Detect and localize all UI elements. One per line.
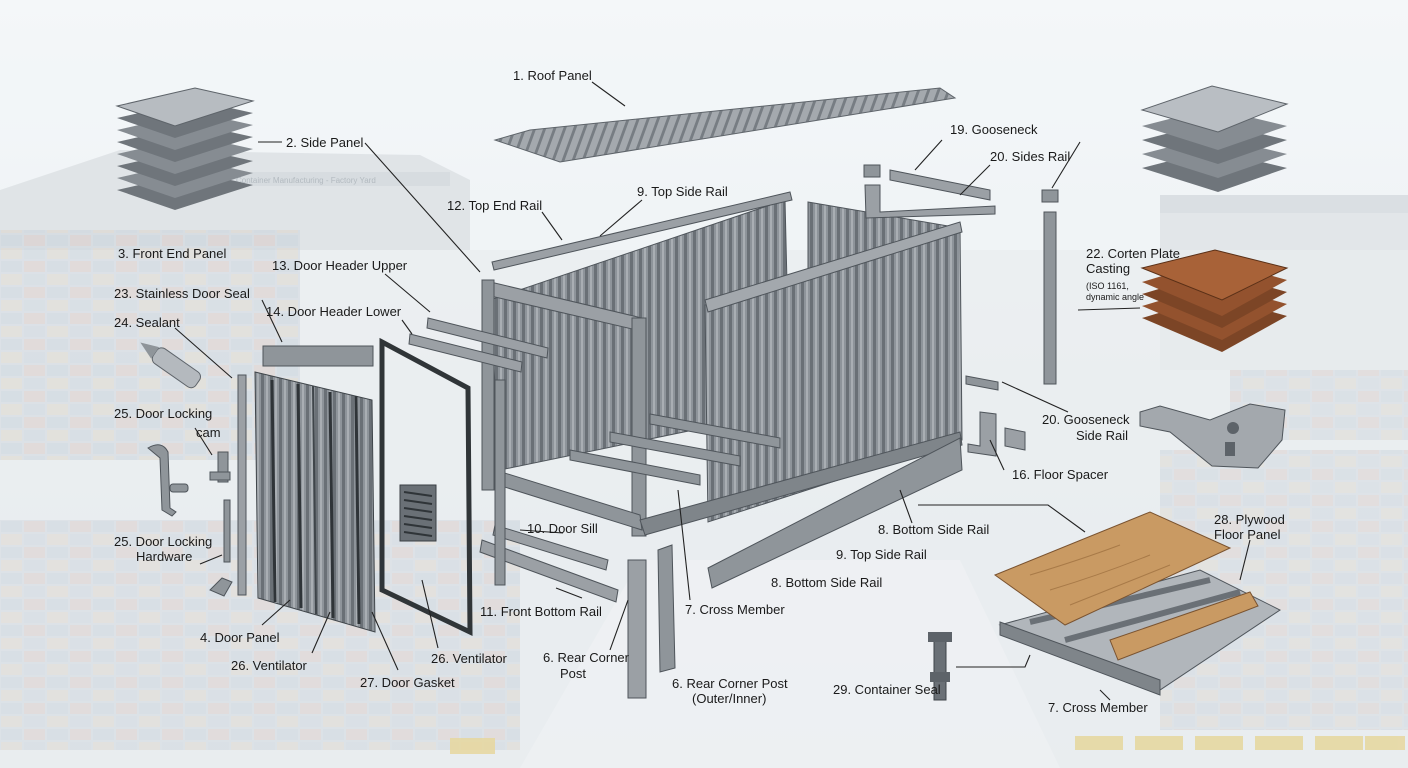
- label-top-side-rail-2: 9. Top Side Rail: [836, 547, 927, 562]
- label-roof-panel: 1. Roof Panel: [513, 68, 592, 83]
- rear-corner-post-b: [657, 544, 676, 673]
- label-door-sill: 10. Door Sill: [527, 521, 598, 536]
- part-labels: 1. Roof Panel 2. Side Panel 3. Front End…: [114, 68, 1285, 715]
- door-locking-cam: [147, 444, 231, 517]
- label-plywood: 28. Plywood: [1214, 512, 1285, 527]
- rear-corner-post-a: [627, 559, 647, 699]
- vertical-post: [1043, 211, 1057, 385]
- corten-plate-stack: [1140, 249, 1289, 352]
- label-gooseneck-side-rail-2: Side Rail: [1076, 428, 1128, 443]
- label-door-locking-cam-2: cam: [196, 425, 221, 440]
- gooseneck-side-rail: [965, 375, 999, 391]
- label-rear-corner-post-1b: Post: [560, 666, 586, 681]
- door-locking-hardware: [209, 499, 233, 597]
- label-ventilator-2: 26. Ventilator: [431, 651, 508, 666]
- label-cross-member-2: 7. Cross Member: [1048, 700, 1148, 715]
- steel-plate-stack: [1140, 85, 1289, 192]
- label-corten-plate: 22. Corten Plate: [1086, 246, 1180, 261]
- front-bottom-rail: [479, 539, 619, 603]
- door-sill: [492, 524, 609, 571]
- label-gooseneck: 19. Gooseneck: [950, 122, 1038, 137]
- roof-panel: [493, 87, 957, 163]
- label-rear-corner-post-2: 6. Rear Corner Post: [672, 676, 788, 691]
- label-door-locking-cam: 25. Door Locking: [114, 406, 212, 421]
- front-end-header: [262, 345, 374, 367]
- door-header-upper: [426, 317, 549, 359]
- label-floor-spacer: 16. Floor Spacer: [1012, 467, 1109, 482]
- side-panel-stack: [115, 87, 255, 210]
- label-door-gasket: 27. Door Gasket: [360, 675, 455, 690]
- label-stainless-door-seal: 23. Stainless Door Seal: [114, 286, 250, 301]
- bottom-side-rail: [707, 437, 963, 589]
- label-corten-plate-2: Casting: [1086, 261, 1130, 276]
- label-cross-member-1: 7. Cross Member: [685, 602, 785, 617]
- label-rear-corner-post-1: 6. Rear Corner: [543, 650, 630, 665]
- label-door-panel: 4. Door Panel: [200, 630, 280, 645]
- container-frame: [481, 191, 963, 537]
- sides-rail: [864, 184, 996, 219]
- ventilator: [399, 484, 437, 542]
- label-door-locking-hardware: 25. Door Locking: [114, 534, 212, 549]
- door-header-lower: [408, 333, 523, 373]
- label-top-side-rail-1: 9. Top Side Rail: [637, 184, 728, 199]
- label-corten-plate-3: (ISO 1161,: [1086, 281, 1129, 291]
- end-post: [494, 379, 506, 586]
- label-ventilator-1: 26. Ventilator: [231, 658, 308, 673]
- label-gooseneck-side-rail: 20. Gooseneck: [1042, 412, 1130, 427]
- label-sides-rail: 20. Sides Rail: [990, 149, 1070, 164]
- label-corten-plate-4: dynamic angle: [1086, 292, 1144, 302]
- gooseneck-rail: [889, 169, 991, 201]
- label-sealant: 24. Sealant: [114, 315, 180, 330]
- stainless-door-seal: [237, 374, 247, 596]
- corner-block: [1041, 189, 1059, 203]
- door-panel: [254, 371, 376, 633]
- floor-spacer: [967, 411, 1026, 457]
- corner-casting: [1139, 403, 1286, 469]
- label-container-seal: 29. Container Seal: [833, 682, 941, 697]
- label-door-header-lower: 14. Door Header Lower: [266, 304, 402, 319]
- container-seal-bolt: [928, 632, 952, 701]
- factory-sign: Container Manufacturing - Factory Yard: [236, 176, 376, 185]
- door-gasket: [379, 337, 473, 636]
- label-front-bottom-rail: 11. Front Bottom Rail: [480, 604, 602, 619]
- label-top-end-rail: 12. Top End Rail: [447, 198, 542, 213]
- label-bottom-side-rail-2: 8. Bottom Side Rail: [771, 575, 882, 590]
- sealant-tube: [140, 342, 201, 389]
- label-side-panel: 2. Side Panel: [286, 135, 363, 150]
- label-door-header-upper: 13. Door Header Upper: [272, 258, 408, 273]
- label-front-end-panel: 3. Front End Panel: [118, 246, 227, 261]
- label-plywood-2: Floor Panel: [1214, 527, 1281, 542]
- label-rear-corner-post-2b: (Outer/Inner): [692, 691, 766, 706]
- leader-lines: [174, 81, 1251, 701]
- floor-assembly: [993, 511, 1281, 696]
- label-bottom-side-rail-1: 8. Bottom Side Rail: [878, 522, 989, 537]
- gooseneck-block: [863, 164, 881, 178]
- label-door-locking-hardware-2: Hardware: [136, 549, 192, 564]
